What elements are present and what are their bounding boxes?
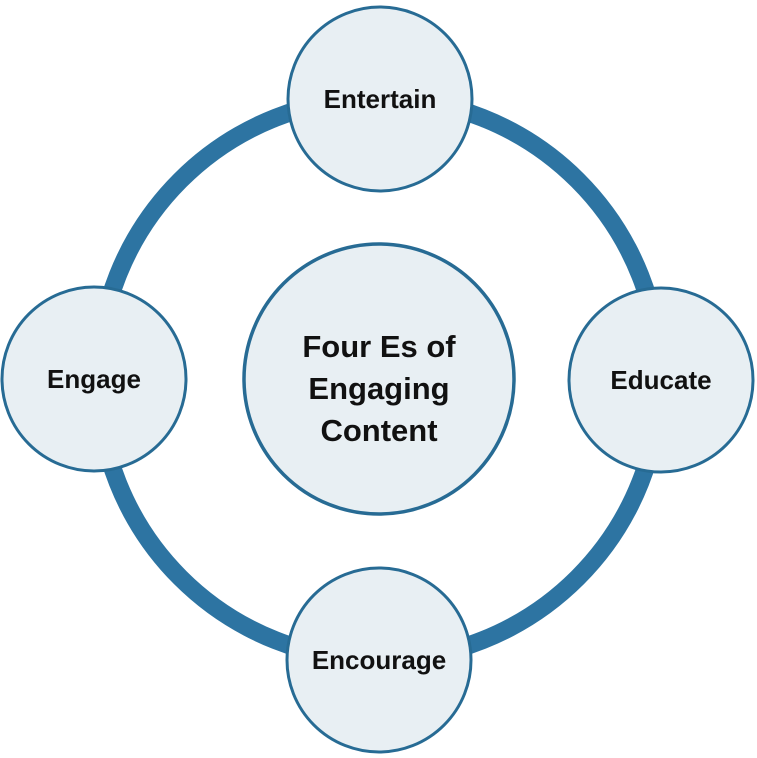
- center-node: Four Es of Engaging Content: [242, 242, 516, 516]
- node-educate: Educate: [567, 286, 755, 474]
- node-entertain-circle: [286, 5, 474, 193]
- center-title-line-1: Four Es of: [302, 329, 456, 364]
- node-entertain: Entertain: [286, 5, 474, 193]
- node-engage: Engage: [0, 285, 188, 473]
- center-title-line-3: Content: [320, 413, 437, 448]
- node-engage-label: Engage: [47, 364, 141, 394]
- center-title-line-2: Engaging: [308, 371, 449, 406]
- node-engage-circle: [0, 285, 188, 473]
- node-encourage: Encourage: [285, 566, 473, 754]
- node-encourage-label: Encourage: [312, 645, 446, 675]
- center-node-circle: [242, 242, 516, 516]
- node-educate-circle: [567, 286, 755, 474]
- node-encourage-circle: [285, 566, 473, 754]
- node-educate-label: Educate: [610, 365, 711, 395]
- node-entertain-label: Entertain: [324, 84, 437, 114]
